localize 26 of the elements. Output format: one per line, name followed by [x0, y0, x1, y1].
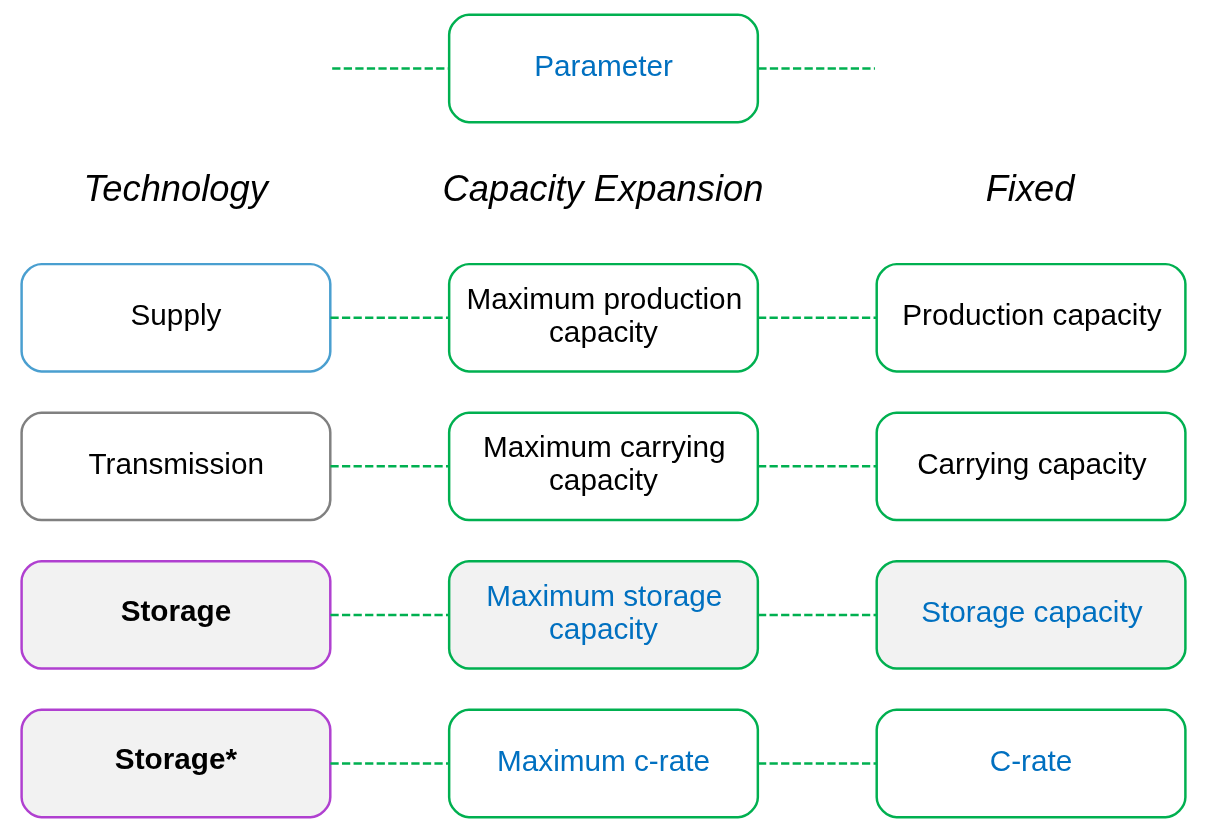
node-box: Maximum c-rate — [447, 708, 759, 819]
connector — [329, 465, 449, 468]
node-box: Maximum storage capacity — [447, 560, 759, 670]
label: Fixed — [985, 167, 1074, 209]
node-box: Storage capacity — [874, 560, 1187, 670]
connector — [331, 67, 449, 70]
node-box: Parameter — [447, 13, 759, 124]
node-box: Transmission — [19, 411, 332, 522]
connector — [329, 613, 449, 617]
connector — [329, 762, 449, 765]
node-box: Carrying capacity — [874, 411, 1187, 522]
connector — [757, 67, 875, 70]
node-box: Maximum production capacity — [447, 262, 759, 373]
node-box: Storage* — [19, 708, 332, 819]
connector — [757, 316, 876, 319]
label: Capacity Expansion — [442, 167, 763, 209]
node-box: Supply — [19, 262, 332, 373]
connector — [757, 613, 876, 617]
node-box: Storage — [19, 560, 332, 670]
connector — [757, 762, 876, 765]
node-box: C-rate — [874, 708, 1187, 819]
node-box: Production capacity — [874, 262, 1187, 373]
connector — [757, 465, 876, 468]
label: Technology — [83, 167, 268, 209]
connector — [329, 316, 449, 319]
node-box: Maximum carrying capacity — [447, 411, 759, 522]
